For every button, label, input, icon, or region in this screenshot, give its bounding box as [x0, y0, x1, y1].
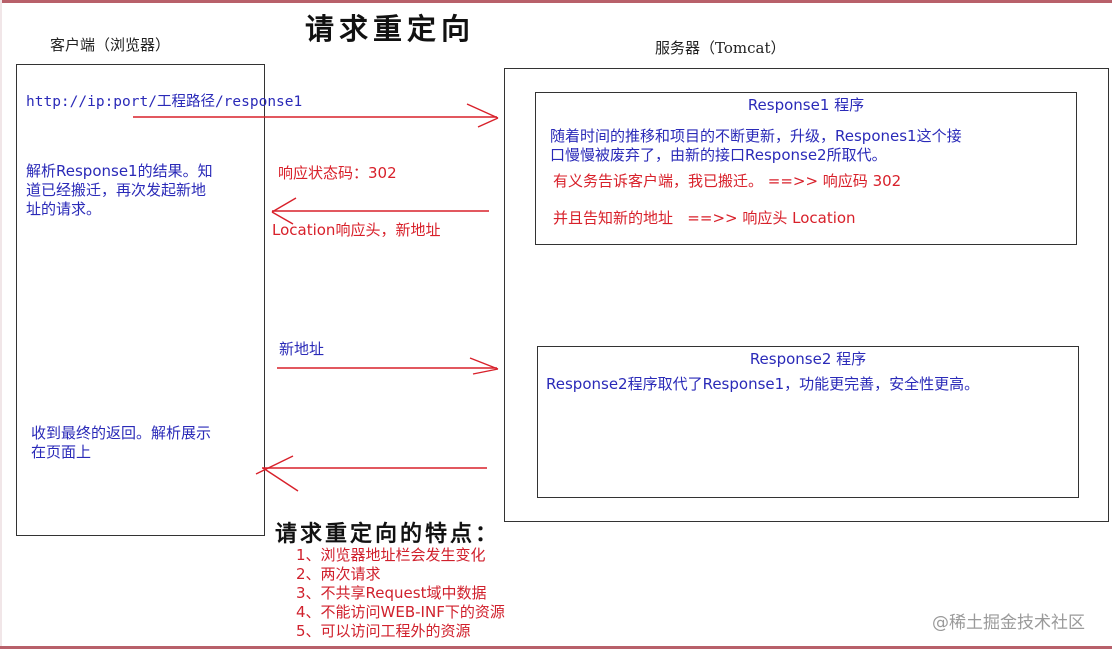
client-box: [16, 64, 265, 536]
response2-description: Response2程序取代了Response1，功能更完善，安全性更高。: [546, 375, 980, 393]
left-frame-edge: [0, 0, 2, 649]
response1-title: Response1 程序: [747, 96, 865, 114]
feature-item: 2、两次请求: [296, 565, 381, 583]
client-final-note: 收到最终的返回。解析展示 在页面上: [31, 424, 212, 461]
client-parse-note: 解析Response1的结果。知 道已经搬迁，再次发起新地 址的请求。: [26, 162, 213, 218]
arrow-new-request-right-icon: [277, 357, 499, 375]
arrow-label-new-address: 新地址: [279, 340, 325, 358]
feature-item: 3、不共享Request域中数据: [296, 584, 487, 602]
response2-box: [537, 346, 1079, 498]
arrow-final-response-left-icon: [255, 455, 487, 492]
response1-location-line: 并且告知新的地址 ==>> 响应头 Location: [553, 209, 856, 227]
arrow-label-status-code: 响应状态码：302: [278, 164, 397, 182]
response1-box: [535, 92, 1077, 245]
response1-description: 随着时间的推移和项目的不断更新，升级，Respones1这个接 口慢慢被废弃了，…: [550, 127, 962, 164]
feature-item: 4、不能访问WEB-INF下的资源: [296, 603, 505, 621]
diagram-title: 请求重定向: [305, 12, 476, 46]
server-box: [504, 68, 1109, 522]
features-list: 1、浏览器地址栏会发生变化 2、两次请求 3、不共享Request域中数据 4、…: [296, 546, 505, 641]
arrow-label-location-header: Location响应头，新地址: [272, 221, 441, 239]
feature-item: 5、可以访问工程外的资源: [296, 622, 471, 640]
server-label: 服务器（Tomcat）: [655, 39, 786, 57]
feature-item: 1、浏览器地址栏会发生变化: [296, 546, 486, 564]
response1-duty-line: 有义务告诉客户端，我已搬迁。 ==>> 响应码 302: [553, 172, 902, 190]
client-label: 客户端（浏览器）: [50, 36, 171, 54]
watermark: @稀土掘金技术社区: [932, 613, 1085, 633]
top-frame-edge: [0, 0, 1112, 3]
features-title: 请求重定向的特点：: [275, 521, 501, 547]
bottom-frame-edge: [0, 646, 1112, 649]
response2-title: Response2 程序: [749, 350, 867, 368]
client-request-url: http://ip:port/工程路径/response1: [26, 94, 303, 110]
